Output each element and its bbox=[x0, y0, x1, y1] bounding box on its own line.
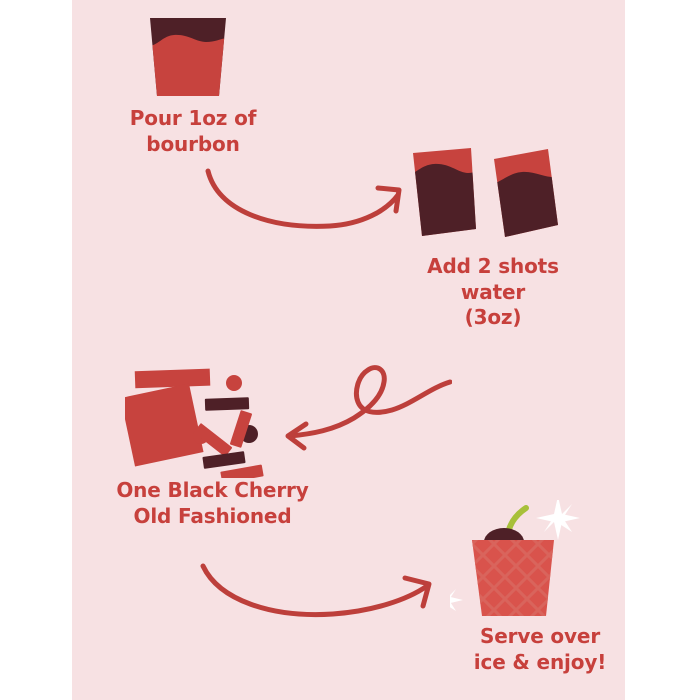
curved-arrow-right-lower bbox=[193, 556, 453, 634]
step-2-two-shot-glasses-icon bbox=[400, 145, 560, 250]
curved-arrow-right bbox=[200, 163, 415, 235]
step-1-caption: Pour 1oz of bourbon bbox=[129, 106, 257, 156]
shot-glass-right bbox=[494, 149, 558, 237]
sparkle-star-small bbox=[427, 582, 463, 618]
step-4-caption: Serve over ice & enjoy! bbox=[473, 624, 607, 674]
step-4-finished-cocktail-icon bbox=[427, 496, 610, 625]
step-3-cocktail-packet-icon bbox=[120, 368, 275, 484]
step-1-bourbon-glass-icon bbox=[148, 16, 228, 98]
arrow-2-shape bbox=[285, 365, 453, 451]
step-2-caption: Add 2 shots water (3oz) bbox=[427, 254, 559, 330]
sparkle-star-large bbox=[536, 496, 580, 540]
tumbler-glass bbox=[472, 540, 554, 616]
looping-arrow-left bbox=[262, 352, 453, 462]
two-shot-glasses-icon bbox=[413, 148, 558, 237]
cocktail-packet-icon bbox=[120, 368, 264, 484]
bourbon-glass-icon bbox=[150, 18, 226, 96]
arrow-3-shape bbox=[200, 563, 432, 618]
sprinkle-dot-1 bbox=[226, 375, 242, 391]
arrow-1-shape bbox=[205, 168, 402, 229]
finished-cocktail-glass-icon bbox=[427, 496, 580, 618]
shot-glass-left bbox=[413, 148, 476, 236]
step-3-caption: One Black Cherry Old Fashioned bbox=[116, 478, 309, 528]
